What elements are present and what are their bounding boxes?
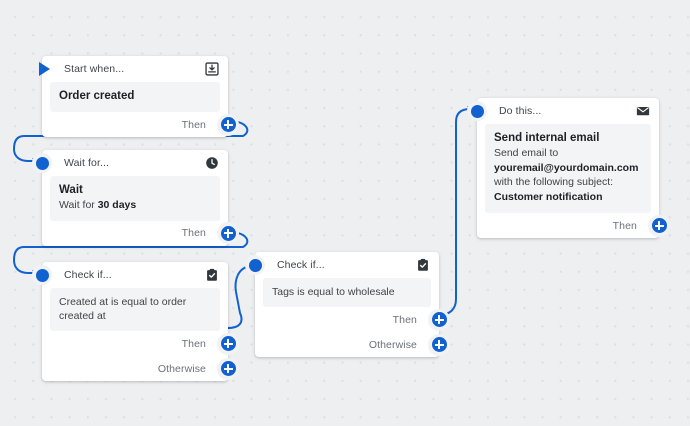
add-step-button[interactable]: [428, 308, 450, 331]
port-label: Then: [181, 337, 206, 350]
card-body[interactable]: Created at is equal to order created at: [50, 288, 220, 331]
node-card-check-tags[interactable]: Check if... Tags is equal to wholesale T…: [245, 252, 450, 357]
clipboard-check-icon: [418, 258, 428, 271]
card-header: Do this...: [467, 98, 659, 124]
port-then[interactable]: Then: [42, 331, 239, 356]
node-summary: Wait: [59, 184, 83, 196]
clock-icon: [206, 157, 218, 169]
add-step-button[interactable]: [217, 357, 239, 380]
add-step-button[interactable]: [217, 113, 239, 136]
node-card-check-created-at[interactable]: Check if... Created at is equal to order…: [32, 262, 239, 381]
port-then[interactable]: Then: [42, 221, 239, 246]
card-title: Wait for...: [64, 157, 110, 169]
card-header: Check if...: [245, 252, 439, 278]
port-otherwise[interactable]: Otherwise: [255, 332, 450, 357]
email-subject: Customer notification: [494, 190, 603, 203]
card-body[interactable]: Wait Wait for 30 days: [50, 176, 220, 221]
port-otherwise[interactable]: Otherwise: [42, 356, 239, 381]
port-label: Then: [392, 313, 417, 326]
card-body[interactable]: Send internal email Send email to yourem…: [485, 124, 651, 213]
port-label: Otherwise: [157, 362, 206, 375]
add-step-button[interactable]: [428, 333, 450, 356]
email-text-mid: with the following subject:: [494, 176, 614, 188]
card-body[interactable]: Order created: [50, 82, 220, 112]
card-header: Wait for...: [32, 150, 228, 176]
wait-prefix: Wait for: [59, 199, 98, 211]
card-title: Check if...: [64, 269, 112, 281]
node-dot-icon[interactable]: [32, 153, 52, 173]
email-detail: Send email to youremail@yourdomain.com w…: [494, 146, 642, 204]
node-dot-icon[interactable]: [245, 255, 265, 275]
wait-duration: 30 days: [97, 199, 137, 211]
node-card-send-email[interactable]: Do this... Send internal email Send emai…: [467, 98, 670, 238]
add-step-button[interactable]: [217, 222, 239, 244]
port-then[interactable]: Then: [42, 112, 239, 137]
card-body[interactable]: Tags is equal to wholesale: [263, 278, 431, 307]
import-tray-icon: [205, 62, 219, 76]
card-header: Start when...: [38, 56, 228, 82]
envelope-icon: [636, 106, 650, 116]
add-step-button[interactable]: [217, 332, 239, 355]
node-summary: Send internal email: [494, 132, 600, 144]
node-dot-icon[interactable]: [467, 101, 487, 121]
port-label: Then: [181, 118, 206, 131]
wire-check1-to-check2: [227, 266, 251, 329]
card-header: Check if...: [32, 262, 228, 288]
node-card-start[interactable]: Start when... Order created Then: [38, 56, 239, 137]
add-step-button[interactable]: [648, 214, 670, 237]
condition-text: Tags is equal to wholesale: [272, 286, 395, 298]
node-summary: Order created: [59, 90, 135, 102]
email-text-lead: Send email to: [494, 147, 559, 159]
card-title: Do this...: [499, 105, 542, 117]
start-triangle-icon[interactable]: [34, 59, 54, 79]
clipboard-check-icon: [207, 268, 217, 281]
node-dot-icon[interactable]: [32, 265, 52, 285]
node-detail: Wait for 30 days: [59, 198, 211, 213]
wire-check2-to-email: [438, 109, 473, 316]
email-address: youremail@yourdomain.com: [494, 161, 639, 174]
condition-text: Created at is equal to order created at: [59, 296, 187, 322]
port-label: Then: [612, 219, 637, 232]
node-card-wait[interactable]: Wait for... Wait Wait for 30 days Then: [32, 150, 239, 246]
card-title: Start when...: [64, 63, 125, 75]
port-then[interactable]: Then: [255, 307, 450, 332]
port-label: Otherwise: [368, 338, 417, 351]
card-title: Check if...: [277, 259, 325, 271]
port-label: Then: [181, 227, 206, 239]
port-then[interactable]: Then: [477, 213, 670, 238]
